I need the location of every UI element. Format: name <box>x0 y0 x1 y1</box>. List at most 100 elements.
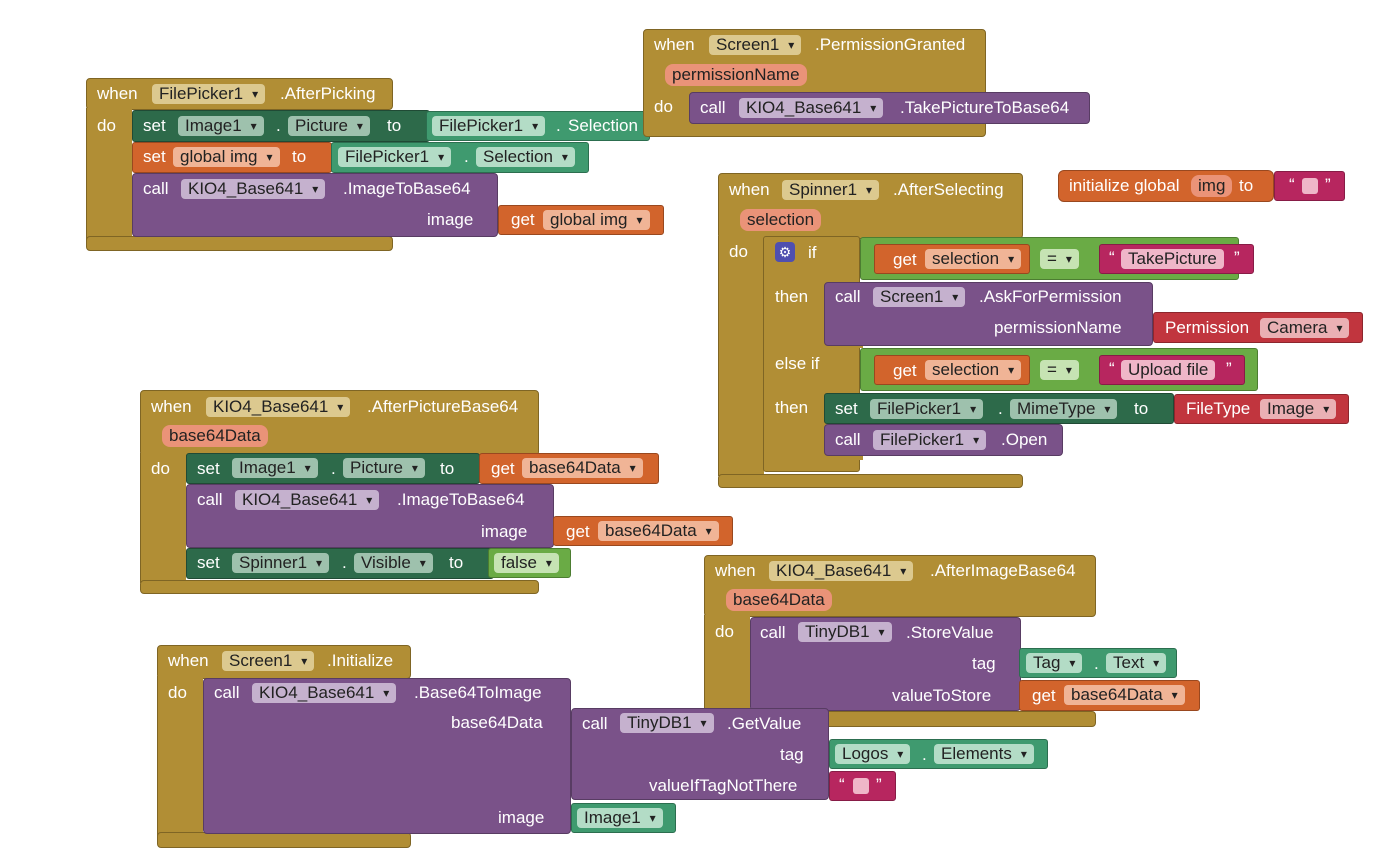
component-dropdown[interactable]: KIO4_Base641 <box>181 179 326 199</box>
to-label: to <box>387 116 402 135</box>
event-parameter[interactable]: base64Data <box>726 589 832 611</box>
set-label: set <box>835 399 858 418</box>
arg-label: valueIfTagNotThere <box>649 776 798 795</box>
event-name: .AfterImageBase64 <box>930 561 1076 580</box>
to-label: to <box>1134 399 1149 418</box>
variable-name[interactable]: img <box>1191 175 1233 197</box>
variable-dropdown[interactable]: base64Data <box>598 521 719 541</box>
component-dropdown[interactable]: KIO4_Base641 <box>252 683 397 703</box>
event-name: .PermissionGranted <box>815 35 966 54</box>
property-dropdown[interactable]: Selection <box>568 116 638 135</box>
method-name: .StoreValue <box>906 623 994 642</box>
arg-label: image <box>427 210 474 229</box>
to-label: to <box>1239 176 1254 195</box>
arg-label: valueToStore <box>892 686 992 705</box>
event-parameter[interactable]: base64Data <box>162 425 268 447</box>
variable-dropdown[interactable]: base64Data <box>1064 685 1185 705</box>
variable-dropdown[interactable]: global img <box>173 147 280 167</box>
empty-text-value[interactable] <box>853 778 869 794</box>
variable-dropdown[interactable]: selection <box>925 360 1022 380</box>
property-dropdown[interactable]: Selection <box>476 147 575 167</box>
call-base64toimage-block[interactable] <box>203 678 571 834</box>
component-dropdown[interactable]: TinyDB1 <box>798 622 892 642</box>
call-label: call <box>760 623 786 642</box>
component-dropdown[interactable]: Spinner1 <box>782 180 880 200</box>
property-dropdown[interactable]: Picture <box>343 458 425 478</box>
variable-dropdown[interactable]: base64Data <box>522 458 643 478</box>
to-label: to <box>292 147 307 166</box>
method-name: .AskForPermission <box>979 287 1122 306</box>
component-dropdown[interactable]: Screen1 <box>709 35 802 55</box>
gear-icon[interactable]: ⚙ <box>775 242 795 262</box>
dot: . <box>556 116 561 135</box>
property-dropdown[interactable]: Picture <box>288 116 370 136</box>
property-dropdown[interactable]: Text <box>1106 653 1167 673</box>
call-label: call <box>835 287 861 306</box>
operator-dropdown[interactable]: = <box>1040 360 1079 380</box>
helper-dropdown[interactable]: Camera <box>1260 318 1350 338</box>
operator-dropdown[interactable]: = <box>1040 249 1079 269</box>
then-label: then <box>775 398 809 417</box>
event-parameter[interactable]: selection <box>740 209 822 231</box>
component-dropdown[interactable]: FilePicker1 <box>432 116 546 136</box>
open-quote: “ <box>1109 248 1115 267</box>
empty-text-value[interactable] <box>1302 178 1318 194</box>
component-dropdown[interactable]: KIO4_Base641 <box>235 490 380 510</box>
call-label: call <box>214 683 240 702</box>
to-label: to <box>440 459 455 478</box>
when-label: when <box>168 651 209 670</box>
component-dropdown[interactable]: KIO4_Base641 <box>769 561 914 581</box>
dot: . <box>342 553 347 572</box>
call-label: call <box>197 490 223 509</box>
dot: . <box>464 147 469 166</box>
property-dropdown[interactable]: Elements <box>934 744 1034 764</box>
get-label: get <box>893 250 917 269</box>
component-dropdown[interactable]: Spinner1 <box>232 553 330 573</box>
variable-dropdown[interactable]: selection <box>925 249 1022 269</box>
boolean-dropdown[interactable]: false <box>494 553 559 573</box>
component-dropdown[interactable]: TinyDB1 <box>620 713 714 733</box>
dot: . <box>276 116 281 135</box>
component-dropdown[interactable]: Image1 <box>577 808 663 828</box>
component-dropdown[interactable]: Image1 <box>178 116 264 136</box>
helper-dropdown[interactable]: Image <box>1260 399 1337 419</box>
else-if-label: else if <box>775 354 820 373</box>
component-dropdown[interactable]: Screen1 <box>873 287 966 307</box>
method-name: .TakePictureToBase64 <box>900 98 1070 117</box>
helper-label: Permission <box>1165 318 1250 337</box>
event-parameter[interactable]: permissionName <box>665 64 807 86</box>
component-dropdown[interactable]: Logos <box>835 744 911 764</box>
helper-label: FileType <box>1186 399 1251 418</box>
text-value[interactable]: Upload file <box>1121 360 1216 380</box>
component-dropdown[interactable]: FilePicker1 <box>870 399 984 419</box>
component-dropdown[interactable]: FilePicker1 <box>338 147 452 167</box>
event-name: .Initialize <box>327 651 394 670</box>
dot: . <box>922 745 927 764</box>
get-label: get <box>566 522 590 541</box>
close-quote: ” <box>1226 359 1232 378</box>
dot: . <box>331 459 336 478</box>
property-dropdown[interactable]: Visible <box>354 553 433 573</box>
method-name: .ImageToBase64 <box>397 490 525 509</box>
variable-dropdown[interactable]: global img <box>543 210 650 230</box>
set-label: set <box>143 147 166 166</box>
component-dropdown[interactable]: FilePicker1 <box>873 430 987 450</box>
component-dropdown[interactable]: Screen1 <box>222 651 315 671</box>
do-label: do <box>168 683 187 702</box>
dot: . <box>998 399 1003 418</box>
component-dropdown[interactable]: FilePicker1 <box>152 84 266 104</box>
set-image-picture-block[interactable] <box>132 110 430 142</box>
component-dropdown[interactable]: Image1 <box>232 458 318 478</box>
property-dropdown[interactable]: MimeType <box>1010 399 1118 419</box>
then-label: then <box>775 287 809 306</box>
component-dropdown[interactable]: KIO4_Base641 <box>206 397 351 417</box>
close-quote: ” <box>1325 175 1331 194</box>
open-quote: “ <box>1289 175 1295 194</box>
component-dropdown[interactable]: KIO4_Base641 <box>739 98 884 118</box>
text-value[interactable]: TakePicture <box>1121 249 1224 269</box>
component-dropdown[interactable]: Tag <box>1026 653 1083 673</box>
do-label: do <box>97 116 116 135</box>
when-label: when <box>97 84 138 103</box>
call-label: call <box>582 714 608 733</box>
method-name: .GetValue <box>727 714 802 733</box>
